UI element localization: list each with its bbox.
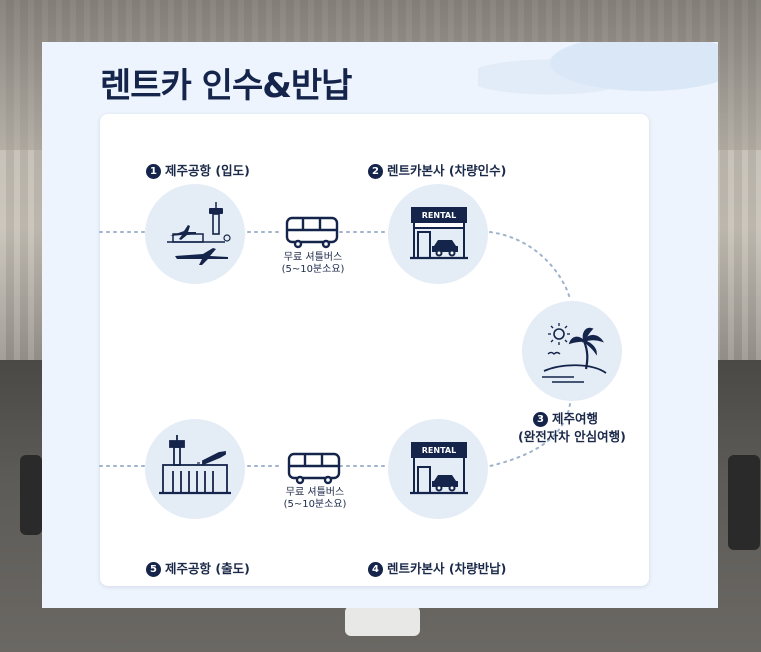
- parked-car: [345, 606, 420, 636]
- parked-car: [20, 455, 42, 535]
- parked-car: [728, 455, 760, 550]
- step-number: 4: [368, 562, 383, 577]
- airport-control-tower-icon: [167, 202, 231, 265]
- rental-sign-text: RENTAL: [422, 211, 456, 220]
- page-title: 렌트카 인수&반납: [100, 66, 352, 106]
- step-4-circle: [388, 419, 488, 519]
- rental-shop-icon: RENTAL: [410, 207, 468, 260]
- dotted-path: [99, 231, 571, 467]
- step-5-circle: [145, 419, 245, 519]
- step-number: 3: [533, 412, 548, 427]
- bus-icon: [287, 452, 341, 485]
- step-2-circle: [388, 184, 488, 284]
- step-number: 2: [368, 164, 383, 179]
- palm-beach-icon: [542, 323, 607, 383]
- shuttle-bottom-label: 무료 셔틀버스 (5~10분소요): [283, 487, 347, 510]
- step-3-sublabel: (완전자차 안심여행): [518, 429, 626, 444]
- rental-shop-icon: RENTAL: [410, 442, 468, 495]
- cloud-decoration: [478, 42, 718, 112]
- step-number: 1: [146, 164, 161, 179]
- shuttle-top-label: 무료 셔틀버스 (5~10분소요): [281, 252, 345, 275]
- step-number: 5: [146, 562, 161, 577]
- step-3-circle: [522, 301, 622, 401]
- rental-sign-text: RENTAL: [422, 446, 456, 455]
- bus-icon: [285, 216, 339, 249]
- airport-terminal-icon: [159, 435, 231, 495]
